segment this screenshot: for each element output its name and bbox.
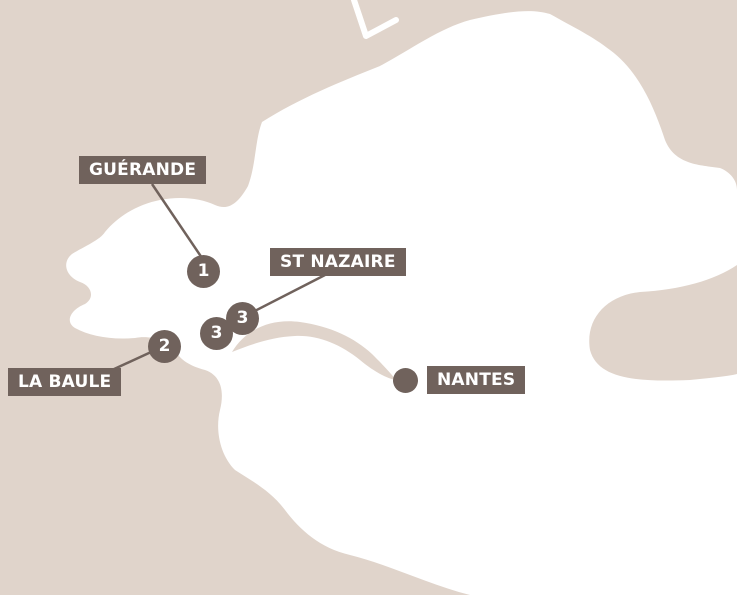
leader-line-st-nazaire: [244, 273, 326, 318]
label-nantes: NANTES: [427, 366, 526, 394]
marker-guerande: 1: [187, 255, 220, 288]
dot-nantes: [393, 368, 418, 393]
label-guerande: GUÉRANDE: [79, 156, 207, 184]
loire-estuary: [232, 321, 396, 380]
marker-st-nazaire-b: 3: [226, 302, 259, 335]
land-mass: [66, 11, 737, 595]
chevron-arrow-icon: [351, 0, 399, 39]
label-st-nazaire: ST NAZAIRE: [270, 248, 406, 276]
label-la-baule: LA BAULE: [8, 368, 122, 396]
leader-line-guerande: [150, 183, 204, 259]
marker-la-baule: 2: [148, 330, 181, 363]
